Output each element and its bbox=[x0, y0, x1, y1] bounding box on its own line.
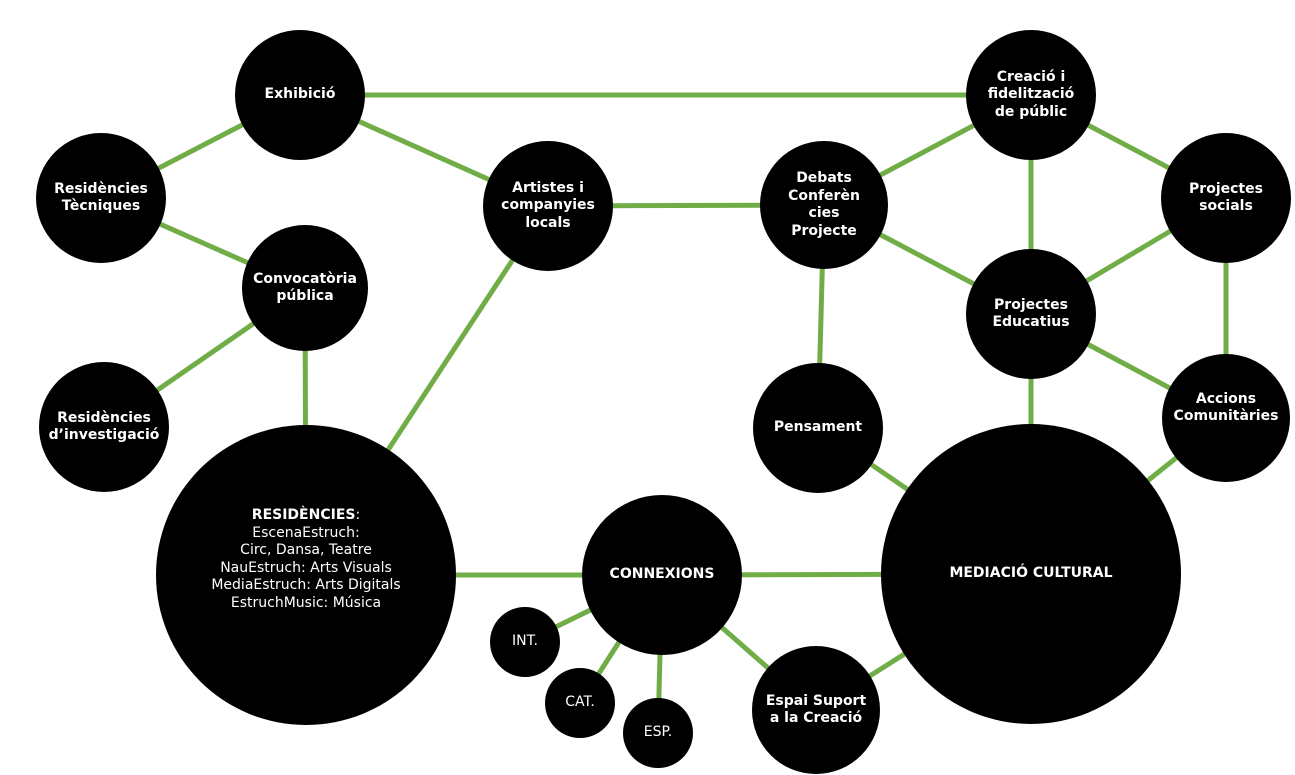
residencies-line: EscenaEstruch: bbox=[252, 524, 360, 541]
node-label: Projectes Educatius bbox=[992, 296, 1070, 331]
node-connexions: CONNEXIONS bbox=[582, 495, 742, 655]
node-residencies: RESIDÈNCIES: EscenaEstruch: Circ, Dansa,… bbox=[156, 425, 456, 725]
residencies-title-line: RESIDÈNCIES: bbox=[252, 504, 360, 525]
node-label: Accions Comunitàries bbox=[1173, 390, 1279, 425]
node-label: Residències Tècniques bbox=[54, 180, 148, 215]
node-accions-comunitaries: Accions Comunitàries bbox=[1162, 354, 1290, 482]
node-label: Pensament bbox=[773, 419, 863, 436]
node-cat: CAT. bbox=[545, 668, 615, 738]
node-label: Creació i fidelització de públic bbox=[987, 68, 1075, 120]
node-artistes-companyies: Artistes i companyies locals bbox=[483, 141, 613, 271]
node-label: MEDIACIÓ CULTURAL bbox=[949, 565, 1113, 582]
node-exhibicio: Exhibició bbox=[235, 30, 365, 160]
node-mediacio-cultural: MEDIACIÓ CULTURAL bbox=[881, 424, 1181, 724]
node-esp: ESP. bbox=[623, 698, 693, 768]
residencies-line: MediaEstruch: Arts Digitals bbox=[211, 577, 401, 593]
node-projectes-educatius: Projectes Educatius bbox=[966, 249, 1096, 379]
residencies-line: EstruchMusic: Música bbox=[230, 594, 382, 611]
residencies-line: Circ, Dansa, Teatre bbox=[240, 542, 372, 558]
node-convocatoria-publica: Convocatòria pública bbox=[242, 225, 368, 351]
node-int: INT. bbox=[490, 607, 560, 677]
residencies-title-suffix: : bbox=[355, 507, 361, 523]
node-label: CAT. bbox=[565, 694, 595, 711]
node-label: INT. bbox=[512, 633, 538, 650]
node-label: Debats Conferèn cies Projecte bbox=[788, 170, 860, 239]
node-pensament: Pensament bbox=[753, 363, 883, 493]
node-creacio-public: Creació i fidelització de públic bbox=[966, 30, 1096, 160]
node-espai-suport: Espai Suport a la Creació bbox=[752, 646, 880, 774]
node-projectes-socials: Projectes socials bbox=[1161, 133, 1291, 263]
residencies-line: NauEstruch: Arts Visuals bbox=[220, 559, 392, 576]
node-label: Artistes i companyies locals bbox=[501, 179, 595, 231]
node-label: ESP. bbox=[643, 724, 673, 741]
node-label: Convocatòria pública bbox=[253, 270, 357, 305]
node-label: Projectes socials bbox=[1189, 180, 1263, 215]
node-label: CONNEXIONS bbox=[609, 566, 715, 583]
node-residencies-investigacio: Residències d’investigació bbox=[39, 362, 169, 492]
residencies-text: RESIDÈNCIES: EscenaEstruch: Circ, Dansa,… bbox=[211, 504, 400, 612]
node-debats: Debats Conferèn cies Projecte bbox=[760, 141, 888, 269]
residencies-title: RESIDÈNCIES bbox=[251, 507, 356, 523]
node-residencies-tecniques: Residències Tècniques bbox=[36, 133, 166, 263]
node-label: Espai Suport a la Creació bbox=[765, 692, 867, 727]
node-label: Exhibició bbox=[264, 86, 336, 103]
node-label: Residències d’investigació bbox=[48, 409, 160, 444]
